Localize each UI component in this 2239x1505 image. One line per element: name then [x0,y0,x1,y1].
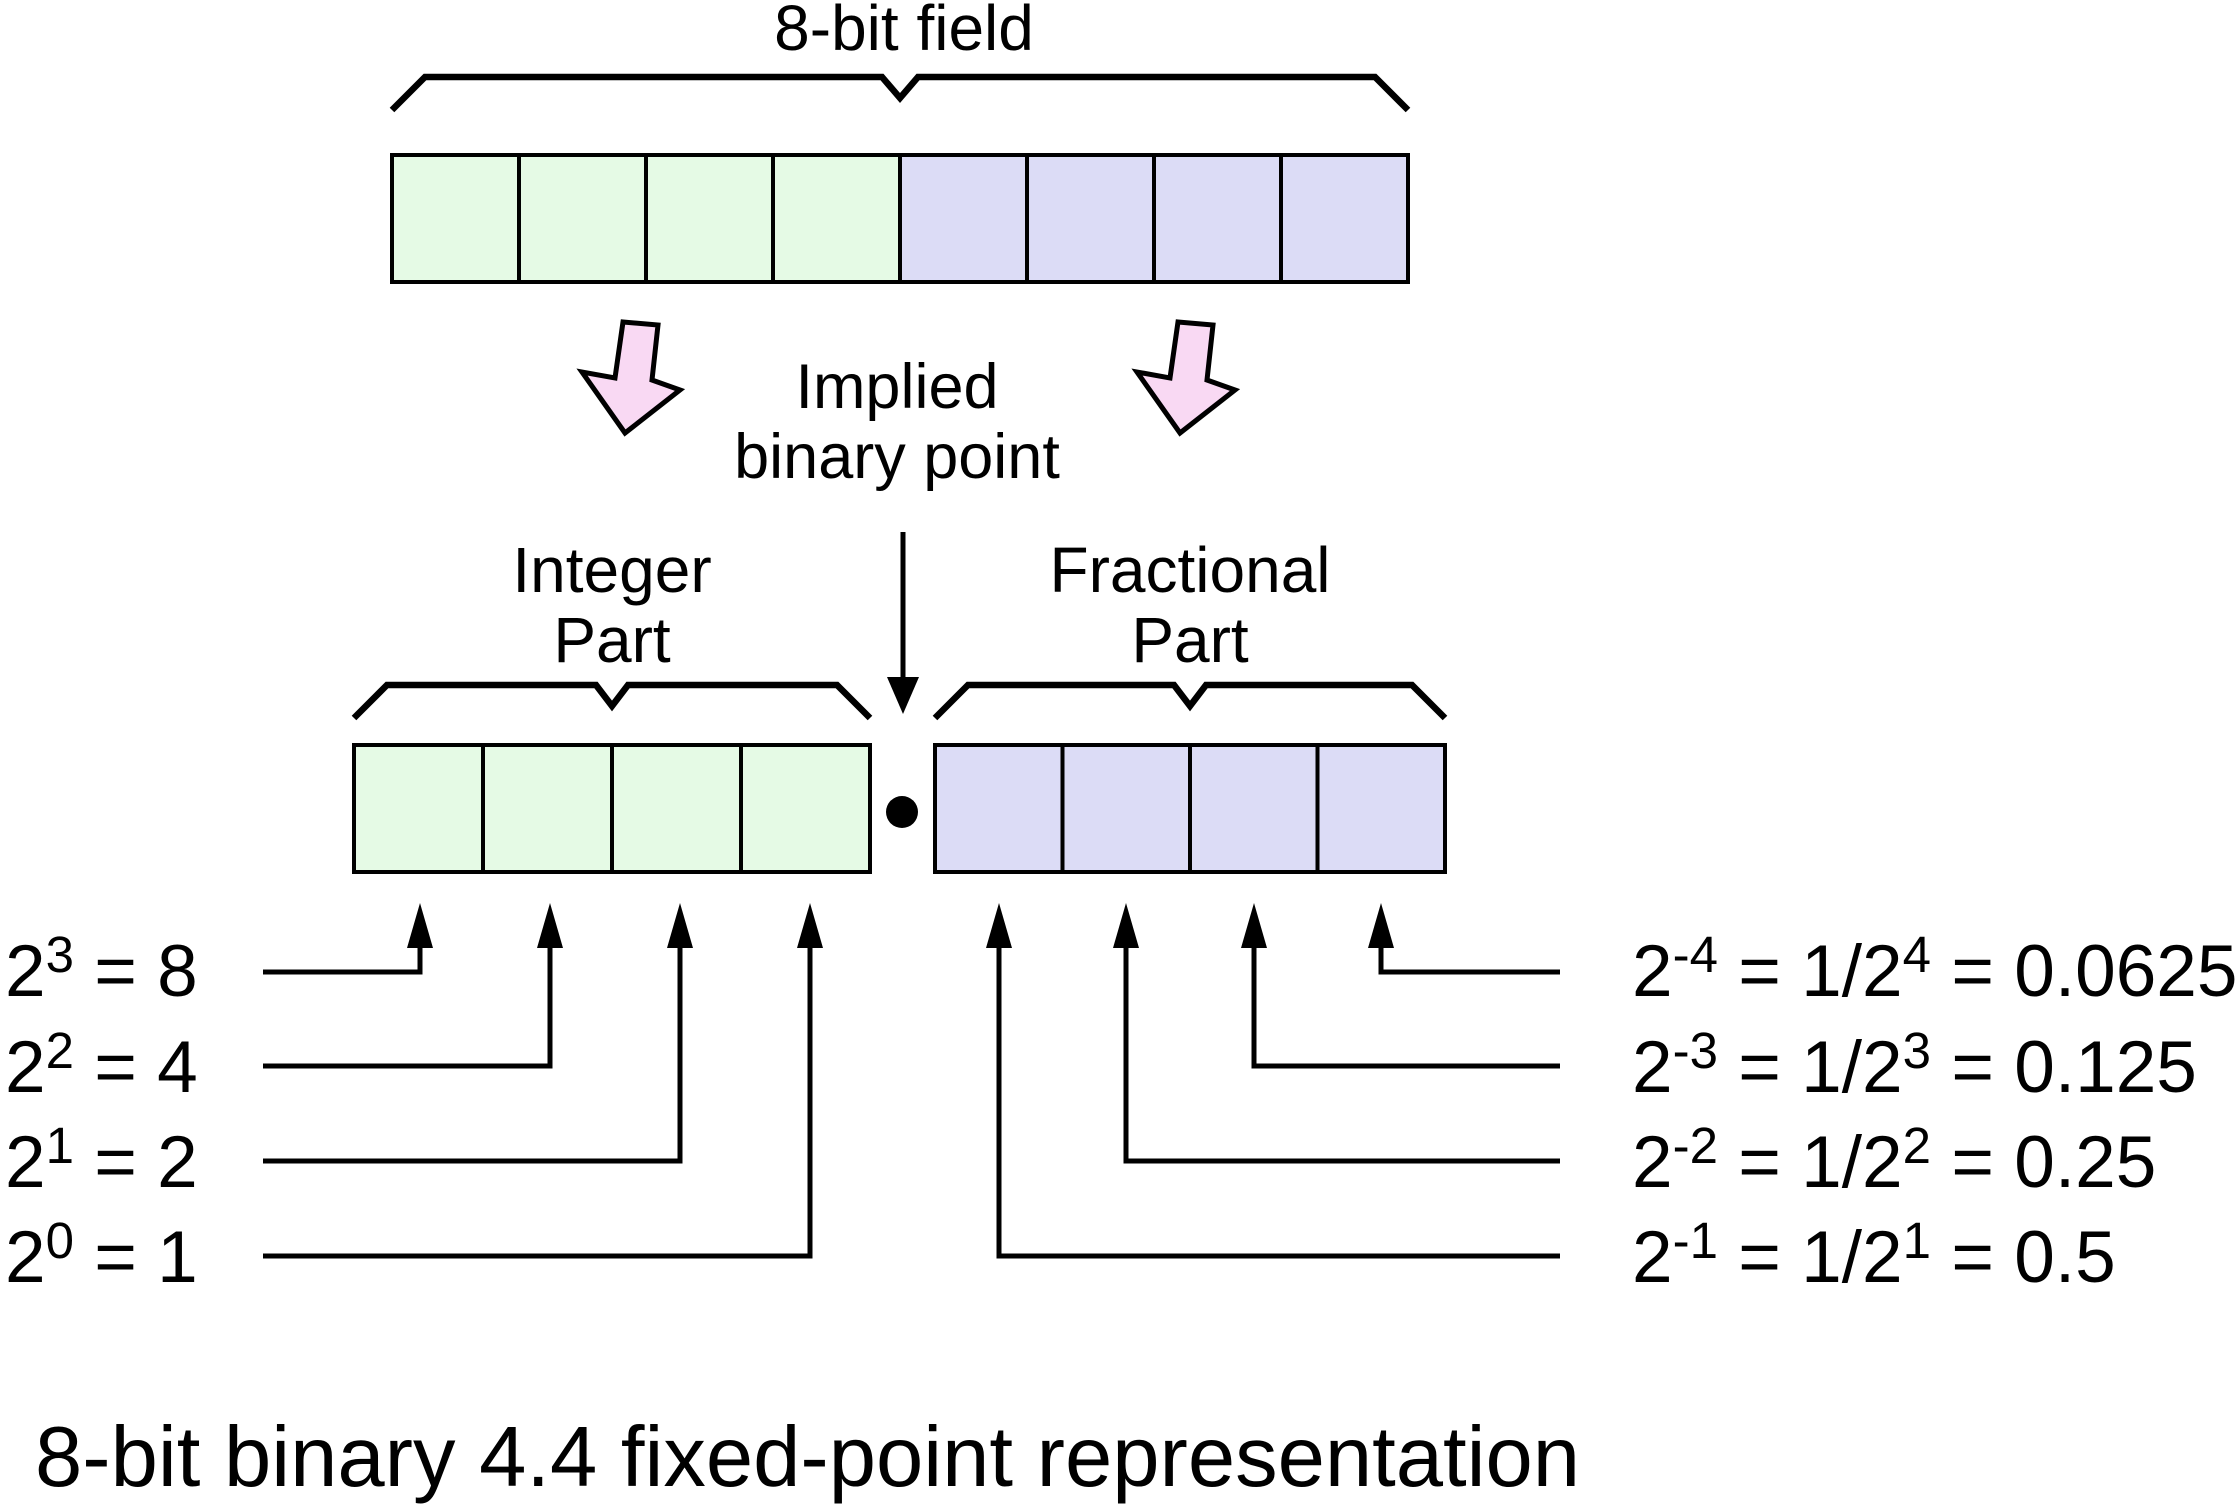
bit-cell [1152,153,1283,284]
bit-cell [1025,153,1156,284]
top-row-fraction-cells [898,153,1410,284]
bit-cell [390,153,521,284]
weight-label-2m4: 2-4 = 1/24 = 0.0625 [1632,926,2238,1012]
fractional-weight-connectors [986,903,1560,1259]
connector-2m4 [1368,903,1560,975]
top-row-integer-cells [390,153,902,284]
bit-cell [352,743,485,874]
weight-label-2p3: 23 = 8 [5,926,198,1012]
connector-2m1 [986,903,1560,1259]
weight-label-2p2: 22 = 4 [5,1022,198,1108]
weight-label-2m2: 2-2 = 1/22 = 0.25 [1632,1117,2156,1203]
implied-point-label-line2: binary point [734,422,1060,492]
integer-row-cells [352,743,872,874]
fraction-row-cells [933,743,1447,874]
implied-point-arrow-icon [887,532,919,714]
bit-cell [898,153,1029,284]
connector-2p2 [263,903,563,1069]
bit-cell [517,153,648,284]
fractional-part-label-line2: Part [1131,604,1249,676]
integer-weight-labels: 23 = 8 22 = 4 21 = 2 20 = 1 [5,926,198,1298]
connector-2m3 [1241,903,1560,1069]
fractional-weight-labels: 2-4 = 1/24 = 0.0625 2-3 = 1/23 = 0.125 2… [1632,926,2238,1298]
bit-cell [771,153,902,284]
bit-cell [1279,153,1410,284]
binary-point-dot [886,796,918,828]
implied-point-label-line1: Implied [795,352,998,422]
fractional-part-brace [932,681,1448,721]
integer-part-label-line2: Part [553,604,671,676]
weight-label-2p0: 20 = 1 [5,1212,198,1298]
field-brace [389,73,1411,113]
bit-cell [933,743,1065,874]
integer-part-brace [351,681,873,721]
diagram-caption: 8-bit binary 4.4 fixed-point representat… [35,1410,1580,1505]
bit-cell [644,153,775,284]
fractional-part-label-line1: Fractional [1050,534,1331,606]
split-arrow-left-icon [576,319,686,437]
bit-cell [1060,743,1192,874]
bit-cell [610,743,743,874]
bit-cell [1315,743,1447,874]
connector-2p1 [263,903,693,1164]
bit-cell [739,743,872,874]
integer-part-label-line1: Integer [512,534,711,606]
weight-label-2m3: 2-3 = 1/23 = 0.125 [1632,1022,2197,1108]
weight-label-2p1: 21 = 2 [5,1117,198,1203]
field-width-label: 8-bit field [774,0,1034,64]
bit-cell [481,743,614,874]
split-arrow-right-icon [1131,319,1241,437]
bit-cell [1188,743,1320,874]
weight-label-2m1: 2-1 = 1/21 = 0.5 [1632,1212,2116,1298]
connector-2p3 [263,903,433,975]
connector-2p0 [263,903,823,1259]
integer-weight-connectors [263,903,823,1259]
connector-2m2 [1113,903,1560,1164]
